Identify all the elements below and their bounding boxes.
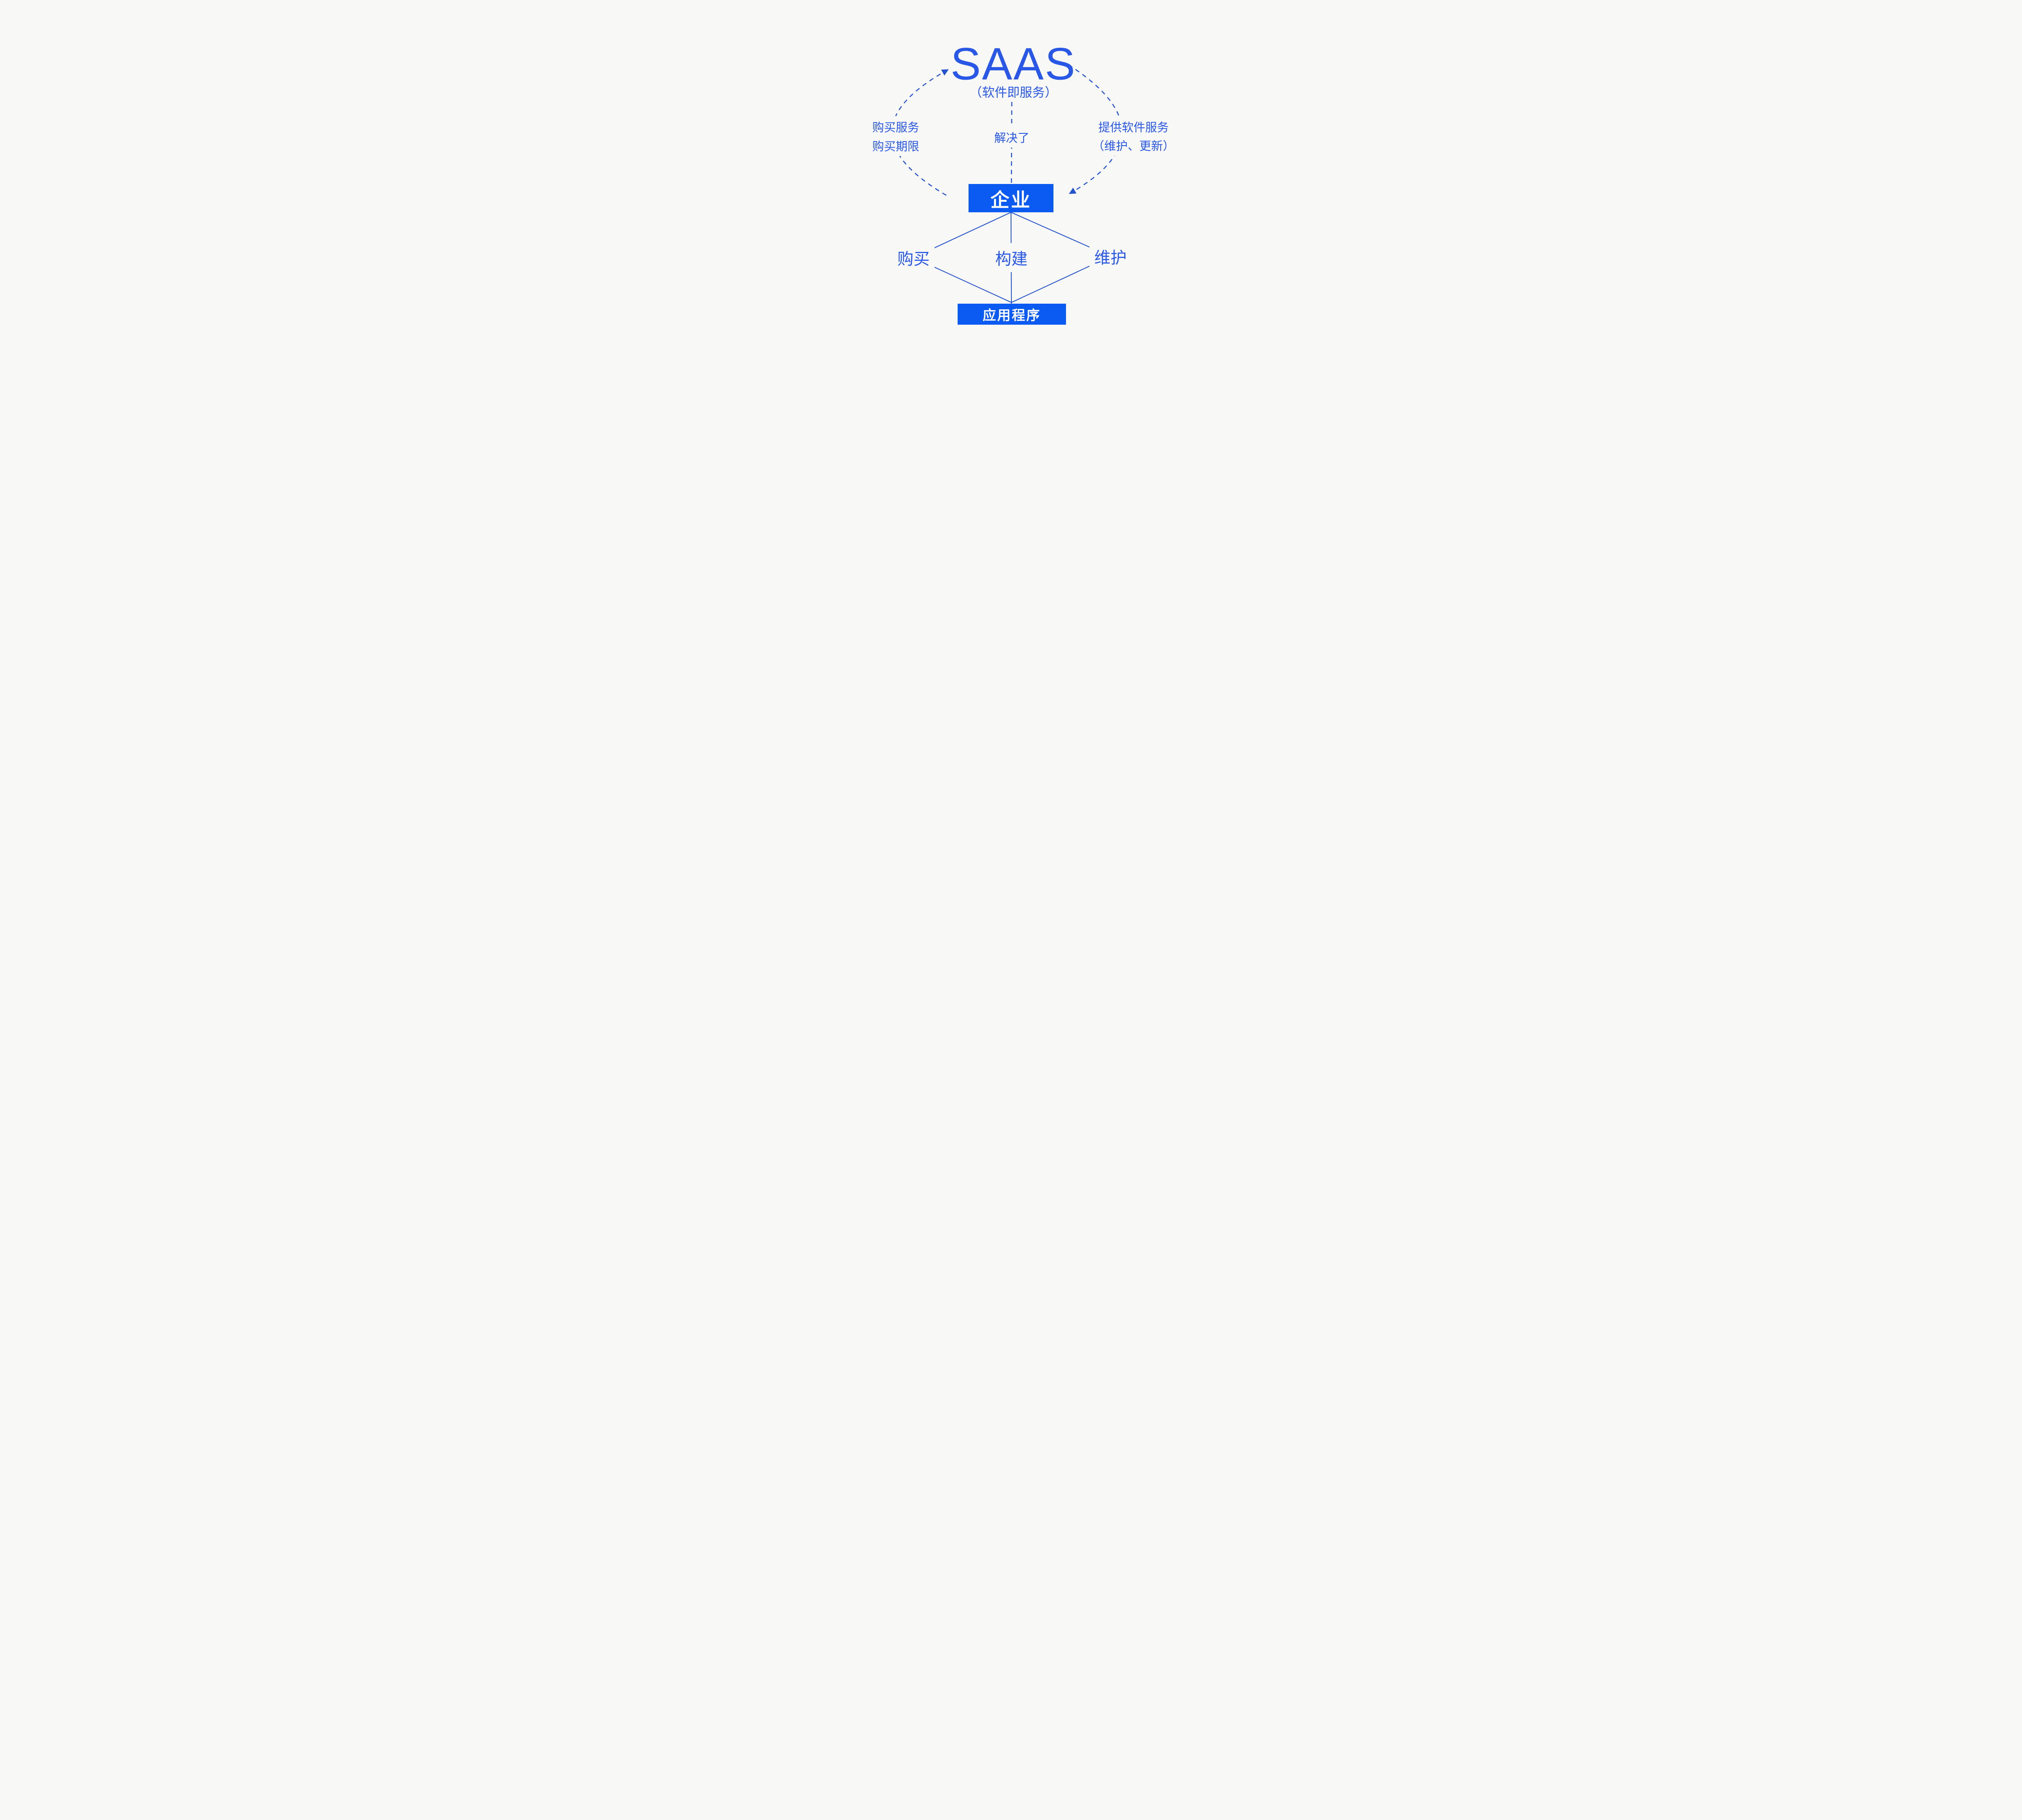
saas-title: SAAS: [950, 38, 1077, 89]
enterprise-box: 企业: [969, 184, 1053, 212]
label-buy-service: 购买服务: [868, 116, 924, 137]
application-box-label: 应用程序: [983, 308, 1041, 323]
label-maintain-update: （维护、更新）: [1088, 135, 1179, 156]
node-buy: 购买: [893, 243, 935, 272]
application-box: 应用程序: [958, 304, 1066, 325]
saas-subtitle: （软件即服务）: [969, 85, 1058, 100]
saas-diagram: SAAS （软件即服务） 购买服务 购买期限 解决了 提供软件服务 （维护、更新…: [687, 0, 1335, 364]
node-build: 构建: [990, 243, 1032, 272]
enterprise-box-label: 企业: [990, 189, 1032, 211]
node-maintain: 维护: [1089, 242, 1132, 271]
center-dashed-line: [1011, 101, 1013, 184]
label-provide-software-service: 提供软件服务: [1094, 116, 1173, 137]
label-buy-term: 购买期限: [868, 135, 924, 156]
label-solved: 解决了: [990, 127, 1034, 148]
